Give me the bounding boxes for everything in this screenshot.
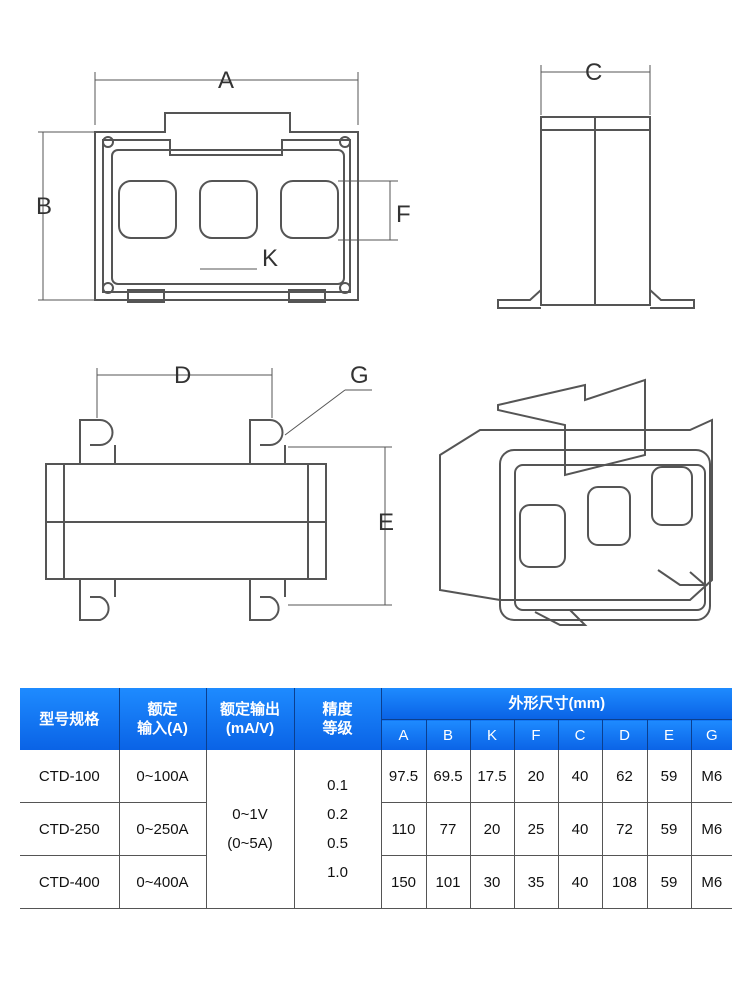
header-dim-k: K xyxy=(470,719,515,750)
dim-cell: 40 xyxy=(558,750,603,803)
dim-cell: 35 xyxy=(514,855,559,909)
header-accuracy: 精度等级 xyxy=(294,688,382,750)
dim-cell: 110 xyxy=(381,802,427,856)
header-dim-g: G xyxy=(691,719,733,750)
dim-cell: 77 xyxy=(426,802,471,856)
dim-cell: M6 xyxy=(691,855,733,909)
dim-cell: 17.5 xyxy=(470,750,515,803)
label-e: E xyxy=(378,509,394,536)
dim-cell: 25 xyxy=(514,802,559,856)
spec-table: 型号规格 额定输入(A) 额定输出(mA/V) 精度等级 外形尺寸(mm) A … xyxy=(20,688,733,909)
header-model: 型号规格 xyxy=(20,688,120,750)
dim-cell: M6 xyxy=(691,750,733,803)
model-cell: CTD-250 xyxy=(20,802,120,856)
dim-cell: 30 xyxy=(470,855,515,909)
label-d: D xyxy=(174,362,191,389)
dim-cell: 20 xyxy=(514,750,559,803)
label-f: F xyxy=(396,201,411,228)
input-cell: 0~250A xyxy=(119,802,207,856)
label-g: G xyxy=(350,362,369,389)
dim-cell: 20 xyxy=(470,802,515,856)
dim-cell: 97.5 xyxy=(381,750,427,803)
header-dim-d: D xyxy=(602,719,648,750)
dim-cell: 101 xyxy=(426,855,471,909)
side-view xyxy=(497,65,695,309)
label-b: B xyxy=(36,193,52,220)
technical-drawings: A B C D E F G K xyxy=(36,59,713,626)
header-dim-b: B xyxy=(426,719,471,750)
header-dim-a: A xyxy=(381,719,427,750)
isometric-view xyxy=(439,378,713,626)
dim-cell: 150 xyxy=(381,855,427,909)
dim-cell: 62 xyxy=(602,750,648,803)
header-dim-e: E xyxy=(647,719,692,750)
model-cell: CTD-400 xyxy=(20,855,120,909)
dim-cell: M6 xyxy=(691,802,733,856)
model-cell: CTD-100 xyxy=(20,750,120,803)
label-c: C xyxy=(585,59,602,86)
label-a: A xyxy=(218,67,234,94)
header-dim-c: C xyxy=(558,719,603,750)
header-dim-f: F xyxy=(514,719,559,750)
header-input: 额定输入(A) xyxy=(119,688,207,750)
input-cell: 0~400A xyxy=(119,855,207,909)
dim-cell: 69.5 xyxy=(426,750,471,803)
header-output: 额定输出(mA/V) xyxy=(206,688,295,750)
output-cell: 0~1V(0~5A) xyxy=(206,750,295,909)
dim-cell: 40 xyxy=(558,855,603,909)
top-view xyxy=(45,368,392,621)
dim-cell: 59 xyxy=(647,750,692,803)
header-dimensions: 外形尺寸(mm) xyxy=(381,688,733,720)
dim-cell: 59 xyxy=(647,855,692,909)
dim-cell: 72 xyxy=(602,802,648,856)
dim-cell: 108 xyxy=(602,855,648,909)
front-view xyxy=(38,72,398,303)
label-k: K xyxy=(262,245,278,272)
input-cell: 0~100A xyxy=(119,750,207,803)
dim-cell: 59 xyxy=(647,802,692,856)
dim-cell: 40 xyxy=(558,802,603,856)
